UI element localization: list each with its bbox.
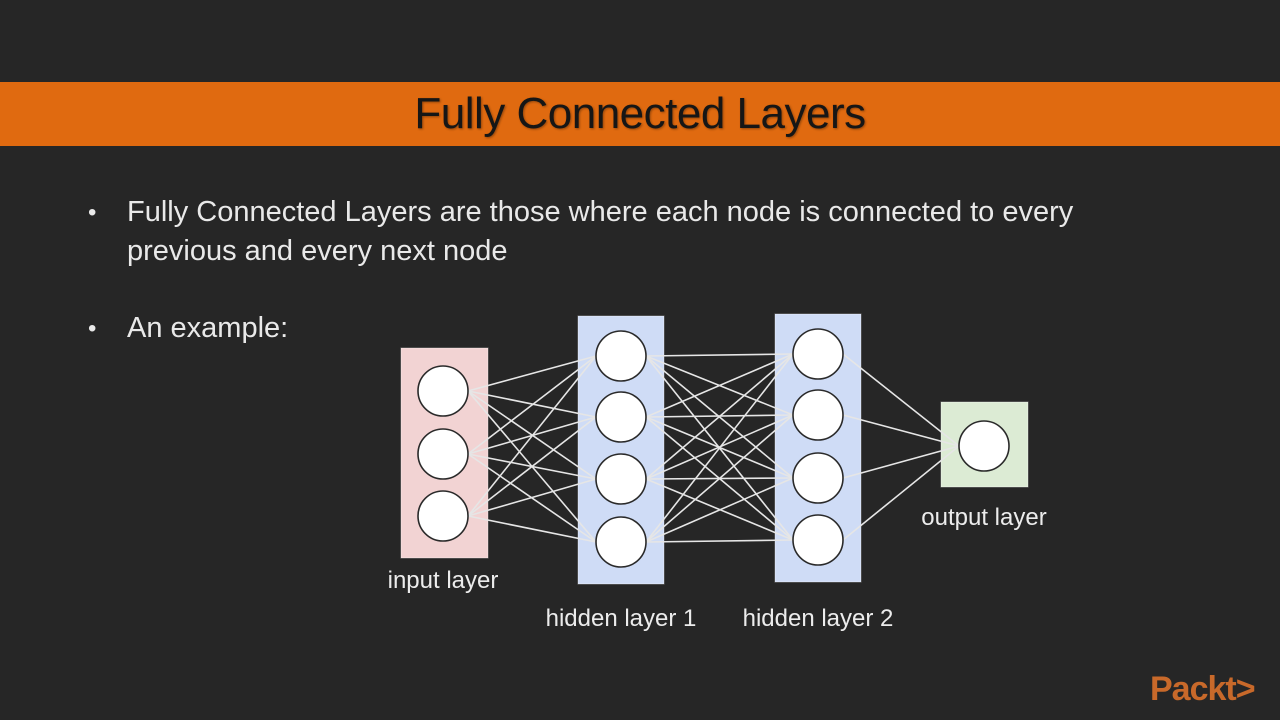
bullet-item: • Fully Connected Layers are those where… [88,193,1148,271]
connection-line [645,353,794,480]
node-circle [417,490,469,542]
bullet-text: An example: [127,312,289,344]
layer-label: hidden layer 1 [546,605,697,632]
connection-line [842,414,960,447]
connection-line [467,355,597,455]
connection-line [467,478,597,517]
node-circle [792,328,844,380]
connection-line [645,353,794,418]
bullet-icon: • [88,315,97,342]
layer-label: hidden layer 2 [743,605,894,632]
connection-line [467,355,597,517]
connection-line [645,477,794,543]
connection-line [842,353,960,447]
connection-line [645,353,794,357]
node-circle [958,420,1010,472]
connection-line [645,414,794,543]
connection-line [645,539,794,543]
connection-line [842,445,960,541]
connection-line [842,445,960,479]
node-circle [792,452,844,504]
bullet-icon: • [88,199,97,226]
node-circle [595,516,647,568]
packt-logo: Packt> [1150,670,1256,708]
node-circle [595,391,647,443]
title-bar: Fully Connected Layers [0,82,1280,146]
node-circle [792,389,844,441]
node-circle [417,365,469,417]
node-circle [417,428,469,480]
connections [467,353,960,543]
connection-line [467,515,597,543]
layer-label: input layer [388,567,499,594]
bullet-item: • An example: [88,309,1148,348]
node-circle [792,514,844,566]
layer-label: output layer [921,504,1046,531]
bullet-text: Fully Connected Layers are those where e… [127,196,1074,267]
bullet-list: • Fully Connected Layers are those where… [88,193,1148,348]
slide-title: Fully Connected Layers [414,89,866,138]
node-circle [595,453,647,505]
connection-line [467,355,597,392]
connection-line [467,416,597,517]
node-circle [595,330,647,382]
connection-line [645,353,794,543]
